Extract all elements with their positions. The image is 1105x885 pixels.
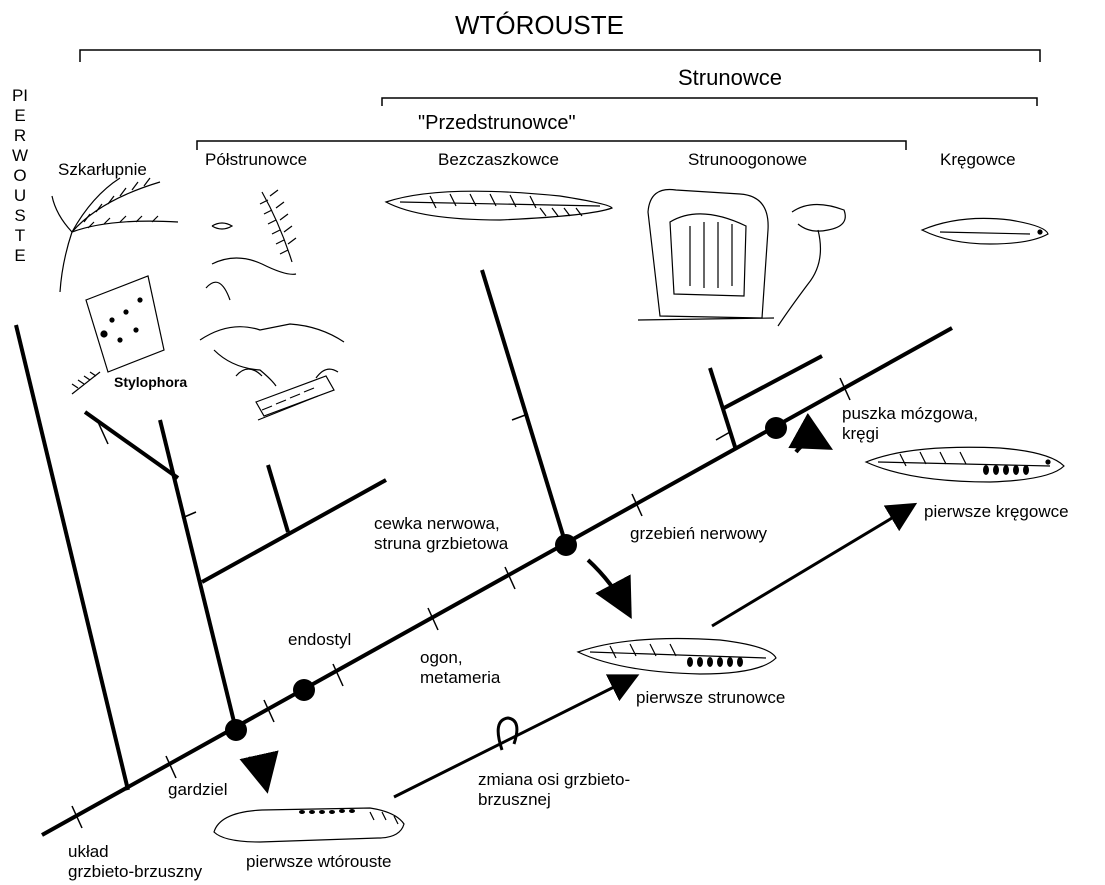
lancelet-drawing — [386, 191, 612, 220]
main-trunk — [42, 328, 952, 835]
przedstrunowce-label: "Przedstrunowce" — [418, 110, 576, 136]
przedstrunowce-bracket — [197, 141, 906, 150]
tunicate-drawing — [638, 189, 845, 326]
pierwouste-branch — [16, 325, 128, 790]
character-grzebien: grzebień nerwowy — [630, 524, 767, 544]
ancestor-strunowce-label: pierwsze strunowce — [636, 688, 785, 708]
echinoderm-branch — [85, 412, 178, 478]
ancestor-wtorouste-label: pierwsze wtórouste — [246, 852, 392, 872]
character-endostyl: endostyl — [288, 630, 351, 650]
ancestor-strunowce-drawing — [578, 639, 776, 675]
pierwouste-vertical-label: PIERWOUSTE — [10, 86, 30, 266]
axis-twist-icon — [498, 718, 517, 750]
character-ogon: ogon, metameria — [420, 648, 500, 688]
ancestor-kregowce-drawing — [866, 447, 1064, 482]
wtorouste-bracket — [80, 50, 1040, 62]
character-puszka: puszka mózgowa, kręgi — [842, 404, 978, 444]
ancestor-strunowce-gillslits — [687, 657, 743, 667]
strunowce-bracket — [382, 98, 1037, 106]
group-szkarlupnie: Szkarłupnie — [58, 160, 147, 180]
node-wtorouste — [225, 719, 247, 741]
wtorouste-title: WTÓROUSTE — [455, 10, 624, 40]
ancestor-wtorouste-drawing — [214, 808, 404, 842]
character-gardziel: gardziel — [168, 780, 228, 800]
group-strunoogonowe: Strunoogonowe — [688, 150, 807, 170]
arrow-to-strunowce — [588, 560, 628, 612]
tunicate-sub-branch — [724, 356, 822, 408]
vertebrate-top-drawing — [922, 218, 1048, 244]
cephalochordate-branch — [482, 270, 566, 545]
group-stylophora: Stylophora — [114, 372, 187, 392]
node-endostyl — [293, 679, 315, 701]
ambulacraria-branch — [160, 420, 236, 730]
character-zmiana-osi: zmiana osi grzbieto- brzusznej — [478, 770, 630, 810]
hemichordate-drawing — [200, 190, 344, 420]
node-strunowce — [555, 534, 577, 556]
node-kregowce — [765, 417, 787, 439]
arrow-to-wtorouste — [248, 758, 266, 786]
group-kregowce: Kręgowce — [940, 150, 1016, 170]
hemichordate-branch — [202, 480, 386, 582]
arrow-to-kregowce — [796, 442, 826, 452]
crinoid-drawing — [52, 178, 178, 292]
group-polstrunowce: Półstrunowce — [205, 150, 307, 170]
hemichordate-sub-branch — [268, 465, 288, 532]
character-cewka: cewka nerwowa, struna grzbietowa — [374, 514, 508, 554]
ancestor-kregowce-label: pierwsze kręgowce — [924, 502, 1069, 522]
ancestor-kregowce-gillslits — [983, 465, 1029, 475]
character-uklad: układ grzbieto-brzuszny — [68, 842, 202, 882]
tunicate-branch — [710, 368, 736, 450]
group-bezczaszkowce: Bezczaszkowce — [438, 150, 559, 170]
strunowce-label: Strunowce — [678, 65, 782, 91]
